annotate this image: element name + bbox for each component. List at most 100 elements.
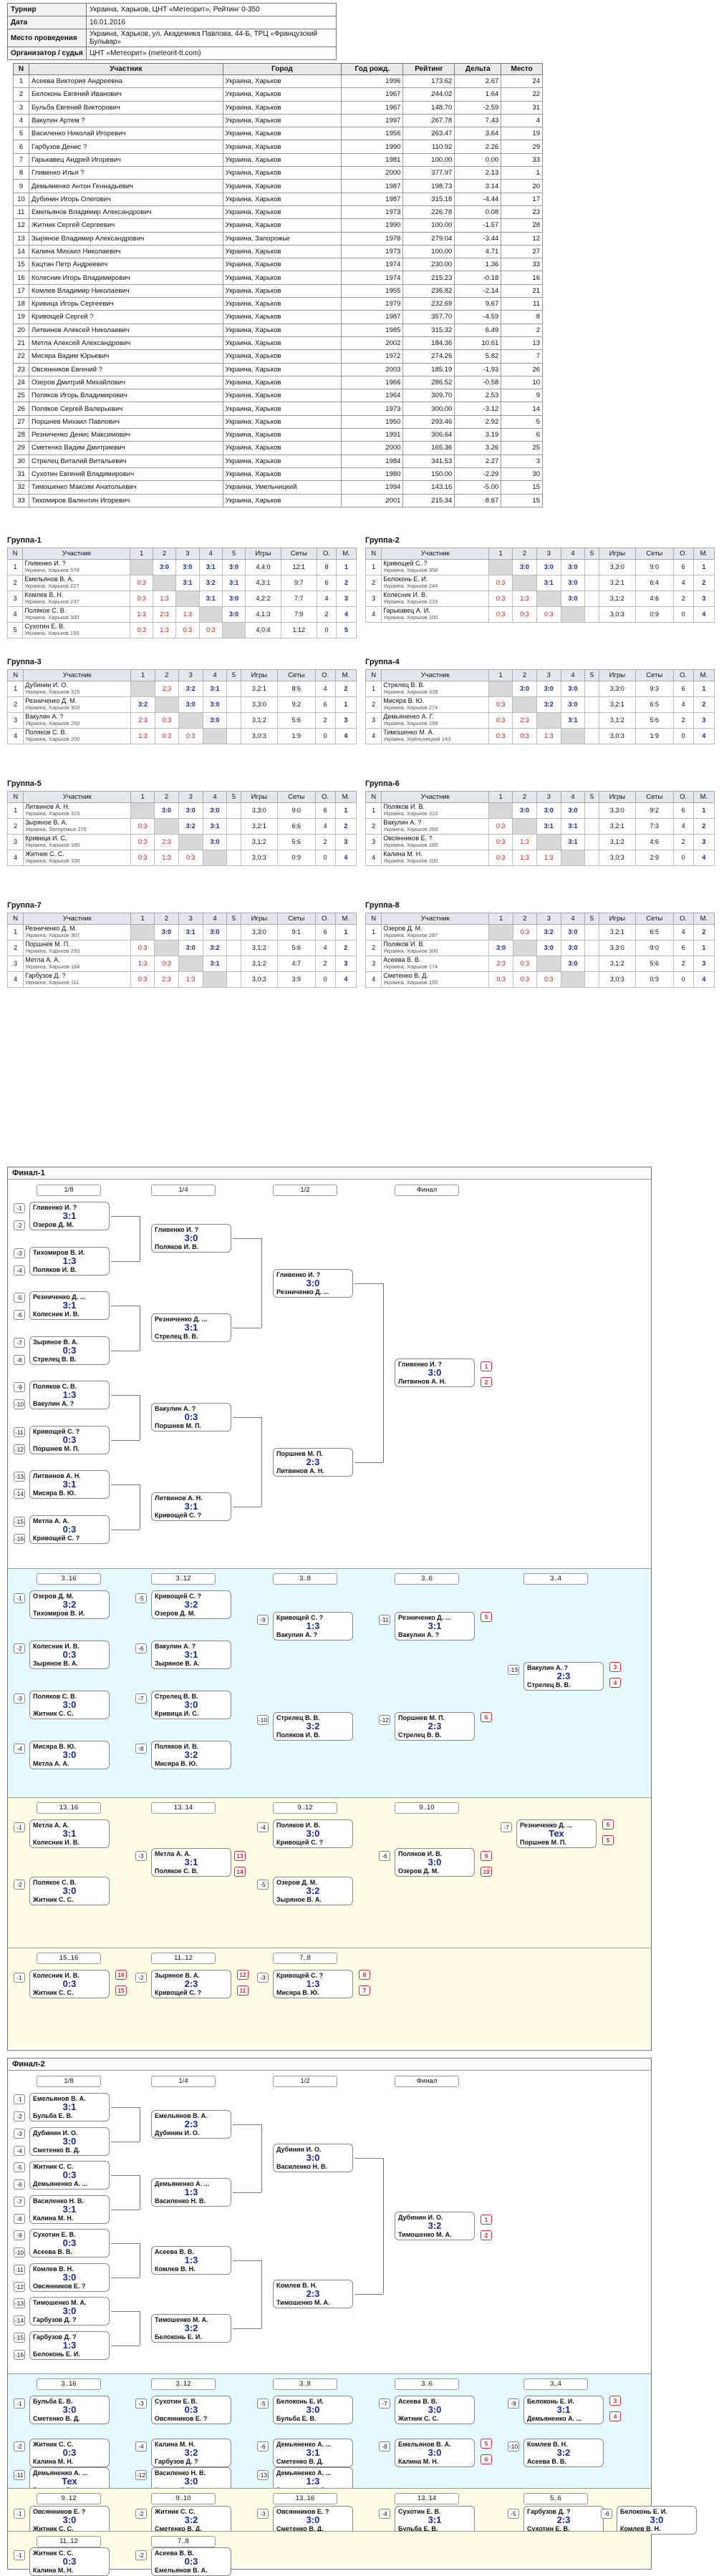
participant-cell: Стрелец Виталий Витальевич [29, 454, 223, 468]
bracket-column-header: 15..16 [37, 1953, 101, 1964]
group-player-name: Поляков И. В. [383, 803, 425, 811]
match-player-a: Поляков И. В. [155, 1743, 199, 1750]
group-points: 4 [672, 696, 694, 713]
group-sets: 9:2 [277, 696, 316, 713]
seed-badge: -8 [14, 1354, 25, 1365]
match-player-b: Поляков И. В. [276, 1731, 321, 1739]
group-player-name: Поляков И. В. [383, 941, 425, 948]
match-player-a: Поршнев М. П. [276, 1449, 323, 1457]
match-score: 3:0 [62, 2305, 77, 2316]
participant-cell: 25 [501, 441, 543, 455]
seed-badge: -6 [14, 2179, 25, 2189]
seed-badge: -6 [14, 1310, 25, 1320]
participant-cell: 2 [13, 87, 29, 102]
participant-cell: Бульба Евгений Викторович [29, 100, 223, 115]
group-score-cell: 0:3 [512, 727, 537, 744]
bracket-column-header: 3..16 [37, 1573, 101, 1585]
group-player-name: Мисяра В. Ю. [383, 697, 425, 705]
place-badge: 15 [115, 1986, 127, 1996]
participant-cell: Тимошенко Максим Анатольевич [29, 480, 223, 495]
participants-column-header: Участник [29, 63, 223, 75]
match-player-a: Белоконь Е. И. [276, 2398, 324, 2405]
group-score-cell [584, 696, 599, 713]
group-score-cell: 3:1 [221, 574, 246, 591]
participant-cell: -1.57 [454, 218, 502, 233]
group-score-cell: 3:0 [560, 802, 586, 819]
group-score-cell [584, 833, 599, 850]
info-key: Турнир [7, 3, 87, 16]
seed-badge: -10 [14, 1399, 25, 1409]
group-player-cell: Метла А. А.Украина, Харьков 184 [23, 955, 132, 972]
match-player-b: Гарбузов Д. ? [33, 2316, 77, 2323]
group-row-number: 1 [365, 802, 382, 819]
group-score-cell [584, 558, 599, 575]
group-player-cell: Гарькавец А. И.Украина, Харьков 100 [381, 606, 490, 623]
group-score-cell: 3:0 [560, 939, 586, 956]
group-column-header: 2 [512, 547, 537, 560]
group-sets: 4:6 [635, 833, 674, 850]
group-score-cell: 3:1 [202, 817, 228, 835]
seed-badge: -11 [379, 1615, 390, 1625]
match-player-a: Кривощей С. ? [155, 1593, 202, 1600]
group-title: Группа-4 [365, 657, 400, 666]
participant-cell: Украина, Харьков [222, 310, 342, 324]
group-score-cell: 2:3 [155, 680, 179, 697]
match-player-b: Зыряное В. А. [33, 1660, 78, 1667]
participant-cell: 9 [501, 389, 543, 403]
participant-cell: 27 [13, 414, 29, 429]
group-score-cell: 3:0 [560, 680, 586, 697]
group-player-name: Дубинин И. О. [25, 681, 68, 689]
group-place: 1 [334, 696, 357, 713]
match-score: 0:3 [62, 1649, 77, 1660]
group-player-name: Асеева В. В. [383, 956, 421, 964]
match-player-a: Метла А. А. [33, 1822, 69, 1829]
participant-cell: Украина, Харьков [222, 152, 342, 167]
group-row-number: 4 [365, 849, 382, 866]
match-score: 3:2 [184, 1749, 198, 1760]
participant-cell: 1.64 [454, 87, 502, 102]
group-games: 3,3:0 [598, 680, 637, 697]
match-player-a: Асеева В. В. [398, 2398, 438, 2405]
match-player-a: Тихомиров В. И. [33, 1248, 85, 1256]
participant-cell: 12 [501, 231, 543, 246]
match-player-a: Демьяненко А. ... [276, 2441, 332, 2448]
match-player-b: Литвинов А. Н. [398, 1377, 446, 1385]
group-column-header: Игры [240, 669, 279, 681]
group-column-header: О. [314, 669, 336, 681]
match-player-b: Демьяненко А. ... [527, 2415, 582, 2422]
group-column-header: 1 [488, 547, 513, 560]
group-row-number: 3 [6, 833, 24, 850]
seed-badge: -5 [257, 1880, 269, 1890]
match-player-b: Стрелец В. В. [398, 1731, 442, 1739]
place-badge: 1 [481, 2215, 492, 2225]
participant-cell: Зыряное Владимир Александрович [29, 231, 223, 246]
bracket-connector [111, 1395, 140, 1396]
participant-cell: 150.00 [402, 467, 455, 482]
group-player-cell: Гливенко И. ?Украина, Харьков 378 [22, 558, 131, 575]
participant-cell: 31 [13, 467, 29, 482]
group-row-number: 3 [365, 955, 382, 972]
group-games: 3,3:0 [240, 923, 279, 941]
seed-badge: -7 [379, 2398, 390, 2409]
match-player-a: Дубинин И. О. [33, 2129, 78, 2137]
participant-cell: 19 [501, 127, 543, 141]
